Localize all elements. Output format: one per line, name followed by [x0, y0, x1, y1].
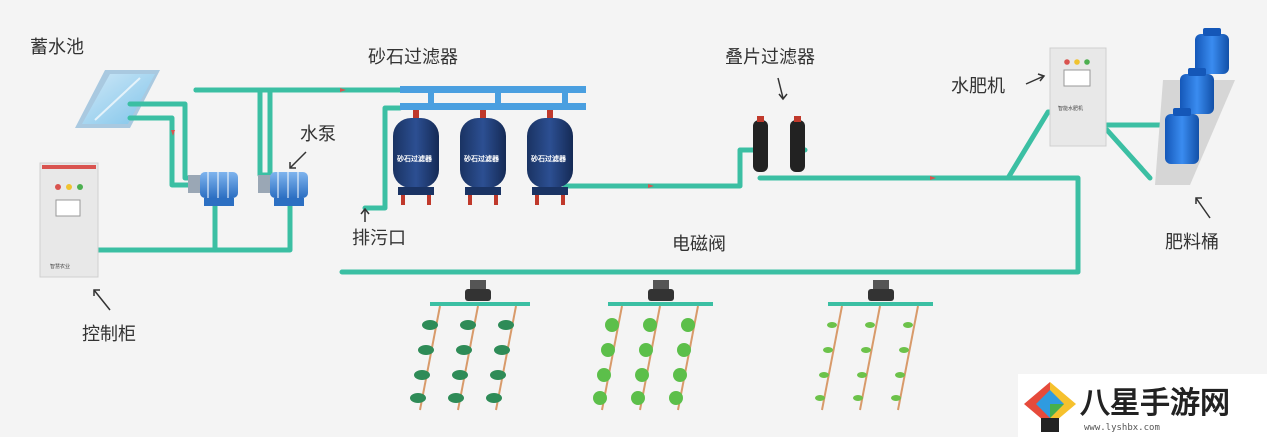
drain-arrow	[360, 207, 370, 222]
sand-filter-tank-1: 砂石过滤器	[393, 110, 439, 205]
machine-arrow	[1025, 73, 1046, 85]
watermark-url: www.lyshbx.com	[1084, 423, 1160, 433]
crops-field-1	[410, 320, 514, 403]
cabinet-arrow	[93, 289, 111, 311]
pump-arrow	[289, 151, 307, 169]
solenoid-valves	[430, 280, 933, 306]
crops-field-2	[593, 318, 695, 405]
watermark: 八星手游网 www.lyshbx.com	[1018, 374, 1267, 437]
barrel-arrow	[1195, 197, 1211, 219]
pump-2	[258, 172, 308, 206]
flow-arrows	[171, 88, 936, 188]
reservoir	[75, 70, 160, 128]
sand-filter-label: 砂石过滤器	[368, 47, 458, 68]
sand-filter-tank-3: 砂石过滤器	[527, 110, 573, 205]
disc-filter-arrow	[777, 77, 788, 101]
solenoid-valve-3	[828, 280, 933, 306]
fertigation-machine-label: 水肥机	[951, 76, 1005, 97]
drain-label: 排污口	[352, 228, 406, 249]
control-cabinet-label: 控制柜	[82, 324, 136, 345]
cabinet-brand: 智慧农业	[50, 263, 70, 270]
watermark-name: 八星手游网	[1080, 386, 1230, 421]
pump-label: 水泵	[300, 124, 336, 145]
sand-filter-tanks: 砂石过滤器 砂石过滤器 砂石过滤器	[393, 110, 573, 205]
solenoid-valve-2	[608, 280, 713, 306]
sand-filter-tank-2: 砂石过滤器	[460, 110, 506, 205]
solenoid-valve-label: 电磁阀	[672, 234, 726, 255]
machine-title: 智能水肥机	[1058, 105, 1083, 112]
tank-label-1: 砂石过滤器	[397, 154, 433, 163]
crops-field-3	[815, 322, 913, 401]
pump-1	[188, 172, 238, 206]
reservoir-label: 蓄水池	[30, 37, 84, 58]
filter-manifold	[400, 86, 586, 110]
tank-label-3: 砂石过滤器	[531, 154, 567, 163]
watermark-logo-icon	[1024, 382, 1076, 432]
fertilizer-tank-label: 肥料桶	[1165, 232, 1219, 253]
tank-label-2: 砂石过滤器	[464, 154, 500, 163]
fertigation-machine: 智能水肥机	[1049, 47, 1107, 147]
disc-filters	[753, 116, 805, 172]
fertilizer-barrels	[1155, 28, 1235, 185]
pipe-network	[95, 87, 1163, 275]
disc-filter-label: 叠片过滤器	[725, 47, 815, 68]
control-cabinet: 智慧农业	[39, 162, 99, 278]
solenoid-valve-1	[430, 280, 530, 306]
